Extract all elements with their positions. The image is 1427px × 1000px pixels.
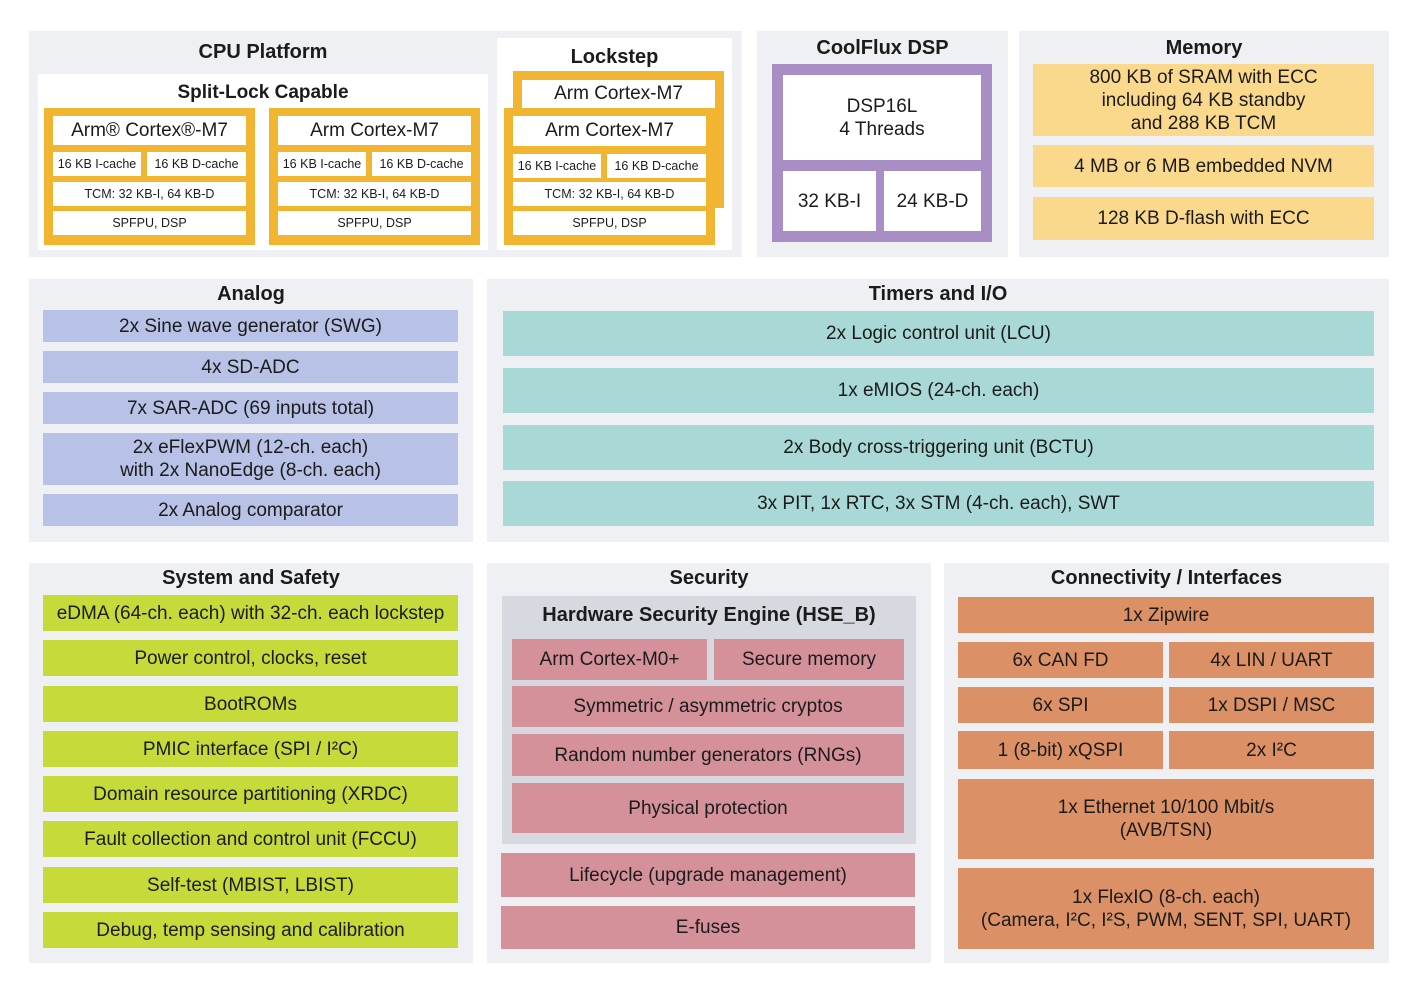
lockstep-back-core-name: Arm Cortex-M7 bbox=[522, 80, 715, 108]
analog-swg: 2x Sine wave generator (SWG) bbox=[43, 310, 458, 342]
conn-i2c: 2x I²C bbox=[1169, 731, 1374, 769]
conn-xqspi: 1 (8-bit) xQSPI bbox=[958, 731, 1163, 769]
timers-pit: 3x PIT, 1x RTC, 3x STM (4-ch. each), SWT bbox=[503, 481, 1374, 526]
core-1-fpu: SPFPU, DSP bbox=[53, 211, 246, 235]
core-2-fpu: SPFPU, DSP bbox=[278, 211, 471, 235]
hse-m0: Arm Cortex-M0+ bbox=[512, 639, 707, 680]
memory-title: Memory bbox=[1165, 37, 1243, 59]
memory-dflash: 128 KB D-flash with ECC bbox=[1033, 197, 1374, 240]
core-1-tcm: TCM: 32 KB-I, 64 KB-D bbox=[53, 182, 246, 206]
core-1-icache: 16 KB I-cache bbox=[53, 152, 141, 176]
hse-rng: Random number generators (RNGs) bbox=[512, 734, 904, 776]
core-2-tcm: TCM: 32 KB-I, 64 KB-D bbox=[278, 182, 471, 206]
security-lifecycle: Lifecycle (upgrade management) bbox=[501, 853, 915, 897]
core-1-dcache: 16 KB D-cache bbox=[147, 152, 246, 176]
lockstep-title: Lockstep bbox=[570, 46, 659, 68]
lockstep-core-fpu: SPFPU, DSP bbox=[513, 211, 706, 235]
coolflux-title: CoolFlux DSP bbox=[816, 37, 949, 59]
core-2-icache: 16 KB I-cache bbox=[278, 152, 366, 176]
safety-debug: Debug, temp sensing and calibration bbox=[43, 912, 458, 948]
safety-edma: eDMA (64-ch. each) with 32-ch. each lock… bbox=[43, 595, 458, 631]
conn-zipwire: 1x Zipwire bbox=[958, 597, 1374, 633]
dsp-core: DSP16L 4 Threads bbox=[783, 75, 981, 160]
conn-flexio: 1x FlexIO (8-ch. each) (Camera, I²C, I²S… bbox=[958, 868, 1374, 949]
security-title: Security bbox=[669, 567, 749, 589]
safety-title: System and Safety bbox=[162, 567, 340, 589]
dsp-dmem: 24 KB-D bbox=[884, 171, 981, 231]
conn-ethernet: 1x Ethernet 10/100 Mbit/s (AVB/TSN) bbox=[958, 779, 1374, 859]
hse-secure-memory: Secure memory bbox=[714, 639, 904, 680]
timers-lcu: 2x Logic control unit (LCU) bbox=[503, 311, 1374, 356]
analog-title: Analog bbox=[217, 283, 285, 305]
lockstep-core: Arm Cortex-M7 16 KB I-cache 16 KB D-cach… bbox=[504, 108, 715, 245]
lockstep-core-name: Arm Cortex-M7 bbox=[513, 116, 706, 146]
conn-dspi-msc: 1x DSPI / MSC bbox=[1169, 687, 1374, 723]
safety-fccu: Fault collection and control unit (FCCU) bbox=[43, 821, 458, 857]
safety-power: Power control, clocks, reset bbox=[43, 640, 458, 676]
conn-lin-uart: 4x LIN / UART bbox=[1169, 642, 1374, 678]
memory-sram: 800 KB of SRAM with ECC including 64 KB … bbox=[1033, 64, 1374, 136]
analog-comparator: 2x Analog comparator bbox=[43, 494, 458, 526]
hse-cryptos: Symmetric / asymmetric cryptos bbox=[512, 686, 904, 727]
safety-pmic: PMIC interface (SPI / I²C) bbox=[43, 731, 458, 767]
memory-nvm: 4 MB or 6 MB embedded NVM bbox=[1033, 145, 1374, 187]
lockstep-core-icache: 16 KB I-cache bbox=[513, 154, 601, 178]
timers-bctu: 2x Body cross-triggering unit (BCTU) bbox=[503, 425, 1374, 470]
coolflux-block: DSP16L 4 Threads 32 KB-I 24 KB-D bbox=[772, 64, 992, 242]
cpu-platform-title: CPU Platform bbox=[198, 41, 328, 63]
core-2: Arm Cortex-M7 16 KB I-cache 16 KB D-cach… bbox=[269, 108, 480, 245]
connectivity-title: Connectivity / Interfaces bbox=[1050, 567, 1283, 589]
conn-canfd: 6x CAN FD bbox=[958, 642, 1163, 678]
hse-physical: Physical protection bbox=[512, 783, 904, 833]
dsp-imem: 32 KB-I bbox=[783, 171, 876, 231]
conn-spi: 6x SPI bbox=[958, 687, 1163, 723]
analog-saradc: 7x SAR-ADC (69 inputs total) bbox=[43, 392, 458, 424]
timers-emios: 1x eMIOS (24-ch. each) bbox=[503, 368, 1374, 413]
core-1-name: Arm® Cortex®-M7 bbox=[53, 116, 246, 145]
safety-xrdc: Domain resource partitioning (XRDC) bbox=[43, 776, 458, 812]
lockstep-core-tcm: TCM: 32 KB-I, 64 KB-D bbox=[513, 182, 706, 206]
analog-sdadc: 4x SD-ADC bbox=[43, 351, 458, 383]
lockstep-core-dcache: 16 KB D-cache bbox=[607, 154, 706, 178]
safety-bootroms: BootROMs bbox=[43, 686, 458, 722]
core-2-dcache: 16 KB D-cache bbox=[372, 152, 471, 176]
safety-selftest: Self-test (MBIST, LBIST) bbox=[43, 867, 458, 903]
split-lock-title: Split-Lock Capable bbox=[177, 82, 349, 103]
hse-title: Hardware Security Engine (HSE_B) bbox=[542, 604, 876, 626]
core-1: Arm® Cortex®-M7 16 KB I-cache 16 KB D-ca… bbox=[44, 108, 255, 245]
timers-title: Timers and I/O bbox=[868, 283, 1008, 305]
security-efuses: E-fuses bbox=[501, 906, 915, 949]
core-2-name: Arm Cortex-M7 bbox=[278, 116, 471, 145]
analog-eflexpwm: 2x eFlexPWM (12-ch. each) with 2x NanoEd… bbox=[43, 433, 458, 485]
